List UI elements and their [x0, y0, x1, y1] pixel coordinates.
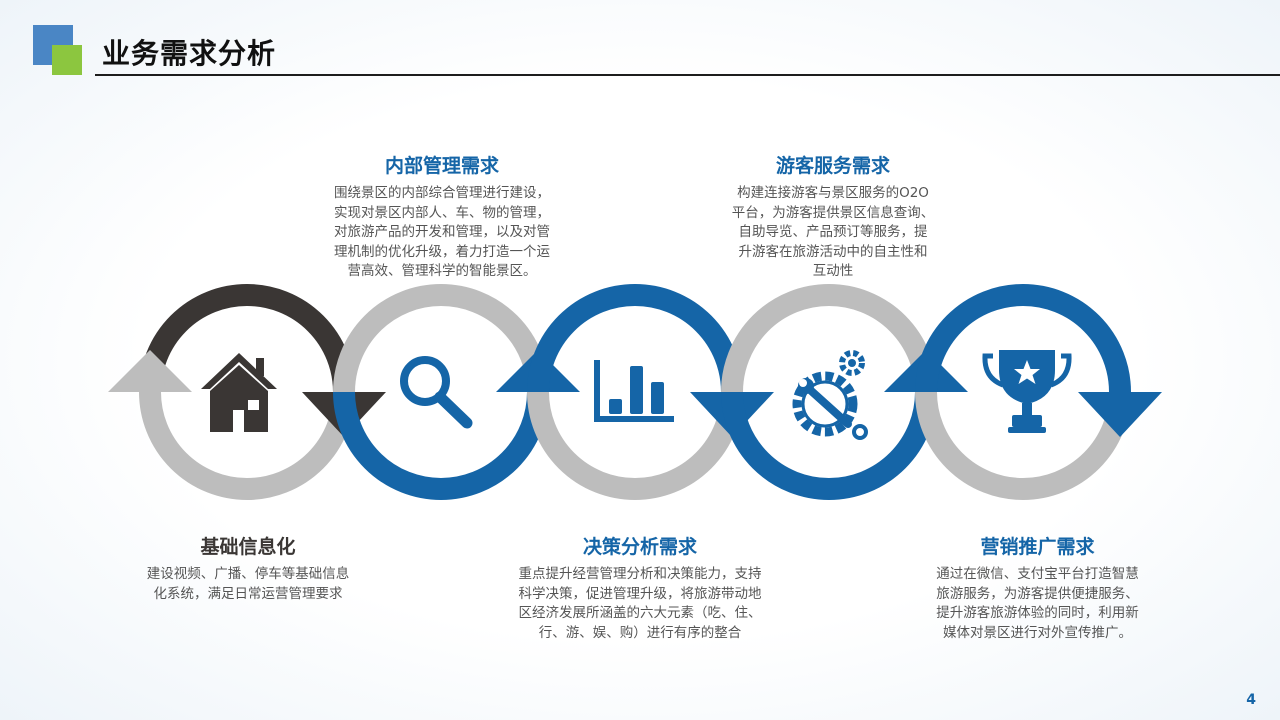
block-text: 通过在微信、支付宝平台打造智慧 旅游服务，为游客提供便捷服务、 提升游客旅游体验… [936, 566, 1139, 641]
arrow-down [1078, 392, 1162, 437]
block-text: 构建连接游客与景区服务的O2O 平台，为游客提供景区信息查询、 自助导览、产品预… [731, 185, 935, 279]
magnifier-icon [400, 356, 473, 429]
block-youke: 游客服务需求 构建连接游客与景区服务的O2O 平台，为游客提供景区信息查询、 自… [703, 151, 963, 282]
logo-square-green [52, 45, 82, 75]
block-juece: 决策分析需求 重点提升经营管理分析和决策能力，支持 科学决策，促进管理升级，将旅… [490, 532, 790, 643]
page-title: 业务需求分析 [102, 37, 277, 70]
bar-chart-icon [594, 360, 674, 422]
block-text: 围绕景区的内部综合管理进行建设， 实现对景区内部人、车、物的管理， 对旅游产品的… [334, 185, 550, 279]
trophy-icon [982, 350, 1072, 433]
block-text: 重点提升经营管理分析和决策能力，支持 科学决策，促进管理升级，将旅游带动地 区经… [518, 566, 762, 641]
block-title: 游客服务需求 [775, 155, 890, 177]
block-yingxiao: 营销推广需求 通过在微信、支付宝平台打造智慧 旅游服务，为游客提供便捷服务、 提… [900, 532, 1175, 643]
title-divider [95, 74, 1280, 76]
block-text: 建设视频、广播、停车等基础信息 化系统，满足日常运营管理要求 [146, 566, 350, 602]
block-neibu: 内部管理需求 围绕景区的内部综合管理进行建设， 实现对景区内部人、车、物的管理，… [312, 151, 572, 282]
gear-wrench-icon [792, 350, 868, 440]
block-title: 内部管理需求 [384, 155, 499, 177]
block-title: 决策分析需求 [582, 536, 697, 558]
arrow-up [108, 350, 192, 392]
page-number: 4 [1246, 692, 1256, 708]
ring-5 [915, 284, 1162, 500]
house-icon [201, 353, 277, 432]
block-title: 基础信息化 [200, 536, 296, 558]
block-title: 营销推广需求 [980, 536, 1095, 558]
block-jichu: 基础信息化 建设视频、广播、停车等基础信息 化系统，满足日常运营管理要求 [118, 532, 378, 604]
